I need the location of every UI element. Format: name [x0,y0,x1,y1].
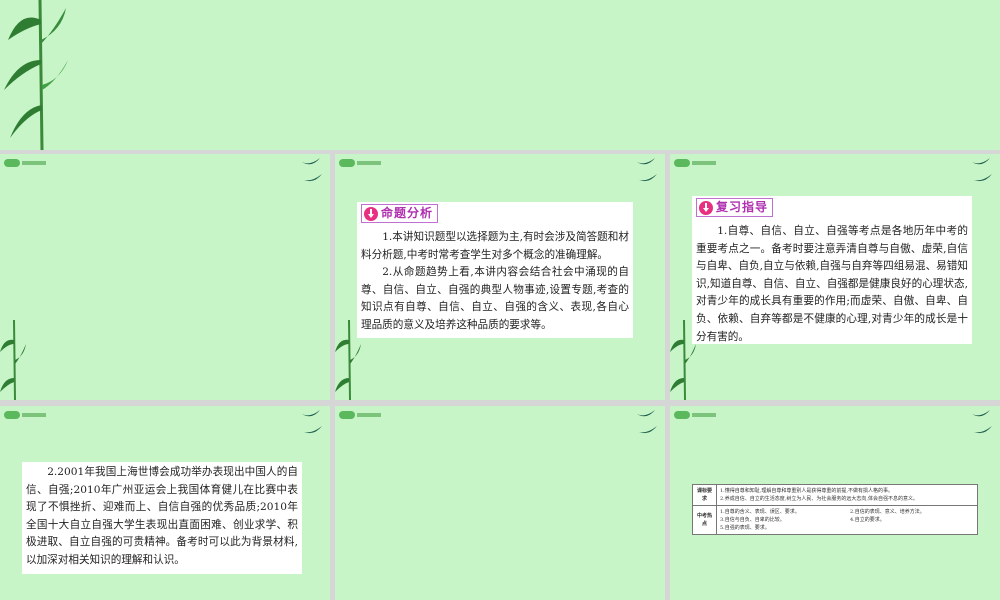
guidance-card: 复习指导 1.自尊、自信、自立、自强等考点是各地历年中考的重要考点之一。备考时要… [692,196,972,344]
slide-3: 复习指导 1.自尊、自信、自立、自强等考点是各地历年中考的重要考点之一。备考时要… [670,154,1000,400]
slide-2: 命题分析 1.本讲知识题型以选择题为主,有时会涉及简答题和材料分析题,中考时常考… [335,154,665,400]
list-item: 2.养成自信、自立的生活态度,树立为人民、为社会服务的远大志向,体会自强不息的意… [720,496,918,502]
row-header: 中考热点 [692,505,717,535]
bird-icon [637,158,657,182]
slide-5 [335,406,665,600]
list-item: 3.自信与自负、自卑的比较。 [720,517,785,523]
bamboo-decoration [0,320,26,400]
logo-icon [339,159,381,167]
table-cell: 1.自尊的含义、表现、误区、要求。 2.自信的表现、意义、培养方法。 3.自信与… [716,505,978,535]
heading-title: 复习指导 [716,199,769,214]
section-heading: 命题分析 [361,204,439,223]
bird-icon [302,158,322,182]
list-item: 1.懂得自尊和知耻,理解自尊和尊重别人是获得尊重的前提,不做有损人格的事。 [720,488,893,494]
paragraph: 1.本讲知识题型以选择题为主,有时会涉及简答题和材料分析题,中考时常考查学生对多… [361,231,629,261]
list-item: 5.自强的表现、要求。 [720,525,770,531]
paragraph: 2.2001年我国上海世博会成功举办表现出中国人的自信、自强;2010年广州亚运… [26,466,298,566]
logo-icon [674,159,716,167]
paragraph: 2.从命题趋势上看,本讲内容会结合社会中涌现的自尊、自信、自立、自强的典型人物事… [361,266,629,331]
bamboo-decoration-large [4,0,68,150]
paragraph: 1.自尊、自信、自立、自强等考点是各地历年中考的重要考点之一。备考时要注意弄清自… [696,225,968,343]
heading-title: 命题分析 [381,205,434,220]
bird-icon [972,158,992,182]
table-row: 中考热点 1.自尊的含义、表现、误区、要求。 2.自信的表现、意义、培养方法。 … [692,505,978,535]
slide-4: 2.2001年我国上海世博会成功举办表现出中国人的自信、自强;2010年广州亚运… [0,406,330,600]
down-arrow-icon [364,206,378,221]
row-header: 课标要求 [692,484,717,506]
previous-slide-fragment [0,0,1000,150]
slide-6: 课标要求 1.懂得自尊和知耻,理解自尊和尊重别人是获得尊重的前提,不做有损人格的… [670,406,1000,600]
bird-icon [302,410,322,434]
bamboo-decoration [335,320,361,400]
analysis-card: 命题分析 1.本讲知识题型以选择题为主,有时会涉及简答题和材料分析题,中考时常考… [357,202,633,338]
bird-icon [637,410,657,434]
list-item: 4.自立的要求。 [850,517,885,523]
logo-icon [674,411,716,419]
down-arrow-icon [699,200,713,215]
table-row: 课标要求 1.懂得自尊和知耻,理解自尊和尊重别人是获得尊重的前提,不做有损人格的… [692,484,978,506]
table-cell: 1.懂得自尊和知耻,理解自尊和尊重别人是获得尊重的前提,不做有损人格的事。 2.… [716,484,978,506]
logo-icon [4,411,46,419]
section-heading: 复习指导 [696,198,774,217]
list-item: 2.自信的表现、意义、培养方法。 [850,509,925,515]
list-item: 1.自尊的含义、表现、误区、要求。 [720,509,800,515]
slide-1 [0,154,330,400]
requirements-table: 课标要求 1.懂得自尊和知耻,理解自尊和尊重别人是获得尊重的前提,不做有损人格的… [692,484,978,535]
bamboo-decoration [670,320,696,400]
background-material-card: 2.2001年我国上海世博会成功举办表现出中国人的自信、自强;2010年广州亚运… [22,462,302,574]
logo-icon [4,159,46,167]
bird-icon [972,410,992,434]
logo-icon [339,411,381,419]
